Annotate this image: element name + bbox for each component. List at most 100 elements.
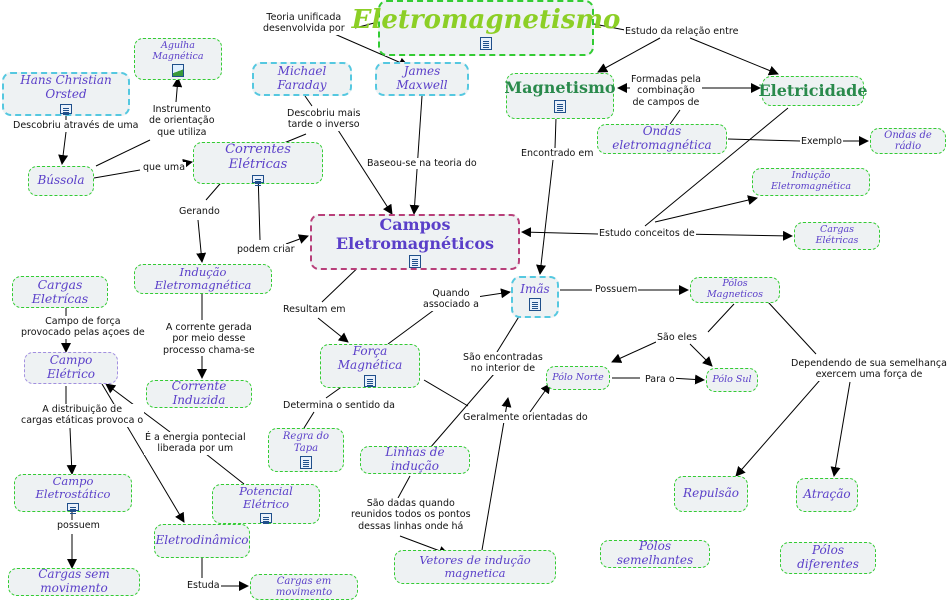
link-label-baseou: Baseou-se na teoria do <box>366 158 478 170</box>
document-icon[interactable] <box>529 298 541 312</box>
link-label-encontrado: Encontrado em <box>520 148 595 160</box>
link-label-possuem: Possuem <box>594 284 639 296</box>
node-label: Atração <box>803 487 851 502</box>
node-corrente-induzida[interactable]: Corrente Induzida <box>146 379 252 408</box>
node-magnetismo[interactable]: Magnetismo <box>504 73 616 119</box>
node-cargas-sem-movimento[interactable]: Cargas sem movimento <box>8 567 140 596</box>
node-bussola[interactable]: Bússola <box>28 166 94 196</box>
link-label-possuem-small: possuem <box>56 520 101 532</box>
node-label: Correntes Elétricas <box>225 142 291 172</box>
node-label: Potencial Elétrico <box>239 484 293 512</box>
node-ondas-radio[interactable]: Ondas de rádio <box>870 128 946 154</box>
node-atracao[interactable]: Atração <box>796 478 858 512</box>
node-label: Hans Christian Orsted <box>20 73 112 101</box>
node-eletrodinamico[interactable]: Eletrodinâmico <box>154 524 250 558</box>
link-label-geralmente: Geralmente orientadas do <box>462 412 589 424</box>
node-maxwell[interactable]: James Maxwell <box>375 62 469 96</box>
node-label: Campo Elétrico <box>46 353 96 381</box>
document-icon[interactable] <box>252 174 264 183</box>
node-hans[interactable]: Hans Christian Orsted <box>2 72 130 116</box>
link-label-descobriu-atraves: Descobriu através de uma <box>12 120 140 132</box>
node-label: Cargas sem movimento <box>38 567 110 595</box>
node-label: Cargas Elétricas <box>815 224 859 246</box>
node-linhas-inducao[interactable]: Linhas de indução <box>360 445 470 474</box>
node-label: Cargas em movimento <box>275 575 333 599</box>
node-eletricidade[interactable]: Eletricidade <box>758 76 868 106</box>
node-label: Ondas eletromagnética <box>612 124 712 152</box>
node-label: Vetores de indução magnetica <box>419 552 531 580</box>
node-label: Pólos diferentes <box>797 543 859 571</box>
link-label-para-o: Para o <box>644 374 676 386</box>
link-label-distribuicao: A distribuição de cargas etáticas provoc… <box>20 404 145 427</box>
node-cargas-eletricas-right[interactable]: Cargas Elétricas <box>794 222 880 250</box>
node-inducao-eletromagnetica-left[interactable]: Indução Eletromagnética <box>134 264 272 294</box>
document-icon[interactable] <box>409 254 421 268</box>
node-imas[interactable]: Imãs <box>511 276 559 318</box>
node-label: Bússola <box>37 173 85 188</box>
document-icon[interactable] <box>364 374 376 387</box>
node-forca-magnetica[interactable]: Força Magnética <box>320 344 420 388</box>
node-inducao-eletromagnetica-right[interactable]: Indução Eletromagnética <box>752 168 870 196</box>
node-label: Campos Eletromagnéticos <box>335 215 495 253</box>
link-label-sao-encontradas: São encontradas no interior de <box>462 352 544 375</box>
node-label: Pólos Magneticos <box>707 278 763 300</box>
node-label: Força Magnética <box>337 344 403 372</box>
node-label: Ondas de rádio <box>884 129 932 153</box>
node-label: Regra do Tapa <box>282 431 330 454</box>
node-polos-diferentes[interactable]: Pólos diferentes <box>780 542 876 574</box>
document-icon[interactable] <box>60 103 72 114</box>
node-agulha[interactable]: Agulha Magnética <box>134 38 222 80</box>
node-faraday[interactable]: Michael Faraday <box>252 62 352 96</box>
node-regra-do-tapa[interactable]: Regra do Tapa <box>268 428 344 472</box>
node-label: Corrente Induzida <box>171 379 227 407</box>
image-icon[interactable] <box>172 64 184 78</box>
link-label-teoria: Teoria unificada desenvolvida por <box>262 12 346 35</box>
link-label-sao-dadas: São dadas quando reunidos todos os ponto… <box>350 498 472 533</box>
node-label: Repulsão <box>683 486 739 501</box>
node-campo-eletrostatico[interactable]: Campo Eletrostático <box>14 474 132 512</box>
document-icon[interactable] <box>260 513 272 523</box>
link-label-estudo-relacao: Estudo da relação entre <box>624 26 740 38</box>
document-icon[interactable] <box>480 37 492 51</box>
node-campo-eletrico[interactable]: Campo Elétrico <box>24 352 118 384</box>
link-label-campo-forca: Campo de força provocado pelas açoes de <box>20 316 146 339</box>
node-repulsao[interactable]: Repulsão <box>674 476 748 512</box>
link-label-dependendo: Dependendo de sua semelhança exercem uma… <box>790 358 948 381</box>
node-potencial-eletrico[interactable]: Potencial Elétrico <box>212 484 320 524</box>
link-label-a-corrente: A corrente gerada por meio desse process… <box>162 322 256 357</box>
document-icon[interactable] <box>67 503 79 511</box>
link-label-instrumento: Instrumento de orientação que utiliza <box>148 104 216 139</box>
node-label: Eletromagnetismo <box>351 4 621 35</box>
node-polos-semelhantes[interactable]: Pólos semelhantes <box>600 539 710 568</box>
node-ondas-eletromagnetica[interactable]: Ondas eletromagnética <box>597 124 727 154</box>
node-cargas-eletricas-left[interactable]: Cargas Eletrícas <box>12 276 108 308</box>
node-correntes-eletricas[interactable]: Correntes Elétricas <box>193 142 323 184</box>
link-label-que-uma: que uma <box>142 162 187 174</box>
node-label: Linhas de indução <box>385 445 445 473</box>
node-label: Michael Faraday <box>277 64 327 92</box>
link-label-exemplo: Exemplo <box>800 136 843 148</box>
node-polos-magneticos[interactable]: Pólos Magneticos <box>690 277 780 303</box>
node-label: Pólo Norte <box>552 371 604 383</box>
link-label-estudo-conceitos: Estudo conceitos de <box>598 228 696 240</box>
node-polo-sul[interactable]: Pólo Sul <box>706 368 758 392</box>
node-label: Eletricidade <box>758 80 868 100</box>
link-label-determina: Determina o sentido da <box>282 400 396 412</box>
link-label-energia: É a energia pontecial liberada por um <box>144 432 247 455</box>
node-label: Cargas Eletrícas <box>31 276 89 306</box>
node-polo-norte[interactable]: Pólo Norte <box>546 366 610 390</box>
node-cargas-em-movimento[interactable]: Cargas em movimento <box>250 574 358 600</box>
link-label-gerando: Gerando <box>178 206 221 218</box>
node-label: Imãs <box>520 281 550 296</box>
node-label: Pólos semelhantes <box>616 539 694 567</box>
node-campos-eletromagneticos[interactable]: Campos Eletromagnéticos <box>310 214 520 270</box>
document-icon[interactable] <box>300 456 312 469</box>
node-vetores-inducao[interactable]: Vetores de indução magnetica <box>394 550 556 584</box>
link-label-estuda: Estuda <box>186 580 221 592</box>
node-label: Campo Eletrostático <box>35 474 111 502</box>
link-label-sao-eles: São eles <box>656 332 698 344</box>
node-label: Pólo Sul <box>712 373 752 385</box>
node-eletromagnetismo[interactable]: Eletromagnetismo <box>352 0 620 56</box>
node-label: Indução Eletromagnética <box>770 170 851 192</box>
document-icon[interactable] <box>554 99 566 113</box>
